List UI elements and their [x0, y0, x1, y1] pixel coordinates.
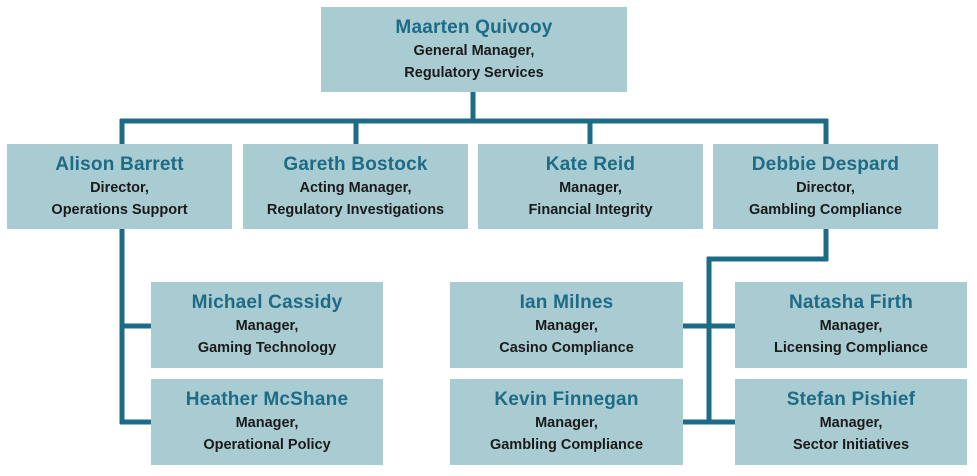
person-department: Casino Compliance — [499, 340, 634, 356]
person-name: Heather McShane — [185, 389, 349, 410]
person-role: Acting Manager, — [299, 179, 412, 196]
person-department: Gambling Compliance — [748, 201, 903, 218]
person-role: Manager, — [235, 318, 299, 334]
person-role: Manager, — [819, 318, 883, 334]
person-department: Regulatory Investigations — [266, 201, 445, 218]
person-department: Gambling Compliance — [489, 437, 644, 453]
person-name: Michael Cassidy — [191, 292, 343, 313]
org-box-operations-support: Alison Barrett Director, Operations Supp… — [7, 144, 232, 229]
person-name: Stefan Pishief — [786, 389, 916, 410]
org-box-general-manager: Maarten Quivooy General Manager, Regulat… — [321, 7, 627, 92]
org-box-gambling-compliance-director: Debbie Despard Director, Gambling Compli… — [713, 144, 938, 229]
org-box-gaming-technology: Michael Cassidy Manager, Gaming Technolo… — [151, 282, 383, 368]
person-name: Kevin Finnegan — [494, 389, 639, 410]
person-department: Operations Support — [51, 201, 188, 218]
person-role: Director, — [796, 179, 855, 196]
person-name: Natasha Firth — [788, 292, 913, 313]
person-role: Manager, — [559, 179, 622, 196]
org-box-financial-integrity: Kate Reid Manager, Financial Integrity — [478, 144, 703, 229]
person-name: Maarten Quivooy — [395, 16, 553, 38]
person-role: General Manager, — [413, 42, 535, 59]
org-box-licensing-compliance: Natasha Firth Manager, Licensing Complia… — [735, 282, 967, 368]
org-box-regulatory-investigations: Gareth Bostock Acting Manager, Regulator… — [243, 144, 468, 229]
person-name: Alison Barrett — [55, 153, 184, 175]
person-department: Regulatory Services — [404, 64, 544, 81]
person-role: Director, — [90, 179, 149, 196]
person-name: Debbie Despard — [751, 153, 900, 175]
org-box-casino-compliance: Ian Milnes Manager, Casino Compliance — [450, 282, 683, 368]
person-department: Operational Policy — [203, 437, 331, 453]
person-role: Manager, — [819, 415, 883, 431]
org-box-operational-policy: Heather McShane Manager, Operational Pol… — [151, 379, 383, 465]
person-role: Manager, — [535, 318, 598, 334]
person-role: Manager, — [535, 415, 598, 431]
org-box-sector-initiatives: Stefan Pishief Manager, Sector Initiativ… — [735, 379, 967, 465]
person-department: Gaming Technology — [197, 340, 337, 356]
person-name: Ian Milnes — [519, 292, 614, 313]
person-role: Manager, — [235, 415, 299, 431]
person-name: Gareth Bostock — [283, 153, 428, 175]
person-name: Kate Reid — [545, 153, 636, 175]
person-department: Financial Integrity — [528, 201, 653, 218]
org-box-gambling-compliance-manager: Kevin Finnegan Manager, Gambling Complia… — [450, 379, 683, 465]
person-department: Licensing Compliance — [774, 340, 928, 356]
person-department: Sector Initiatives — [792, 437, 910, 453]
